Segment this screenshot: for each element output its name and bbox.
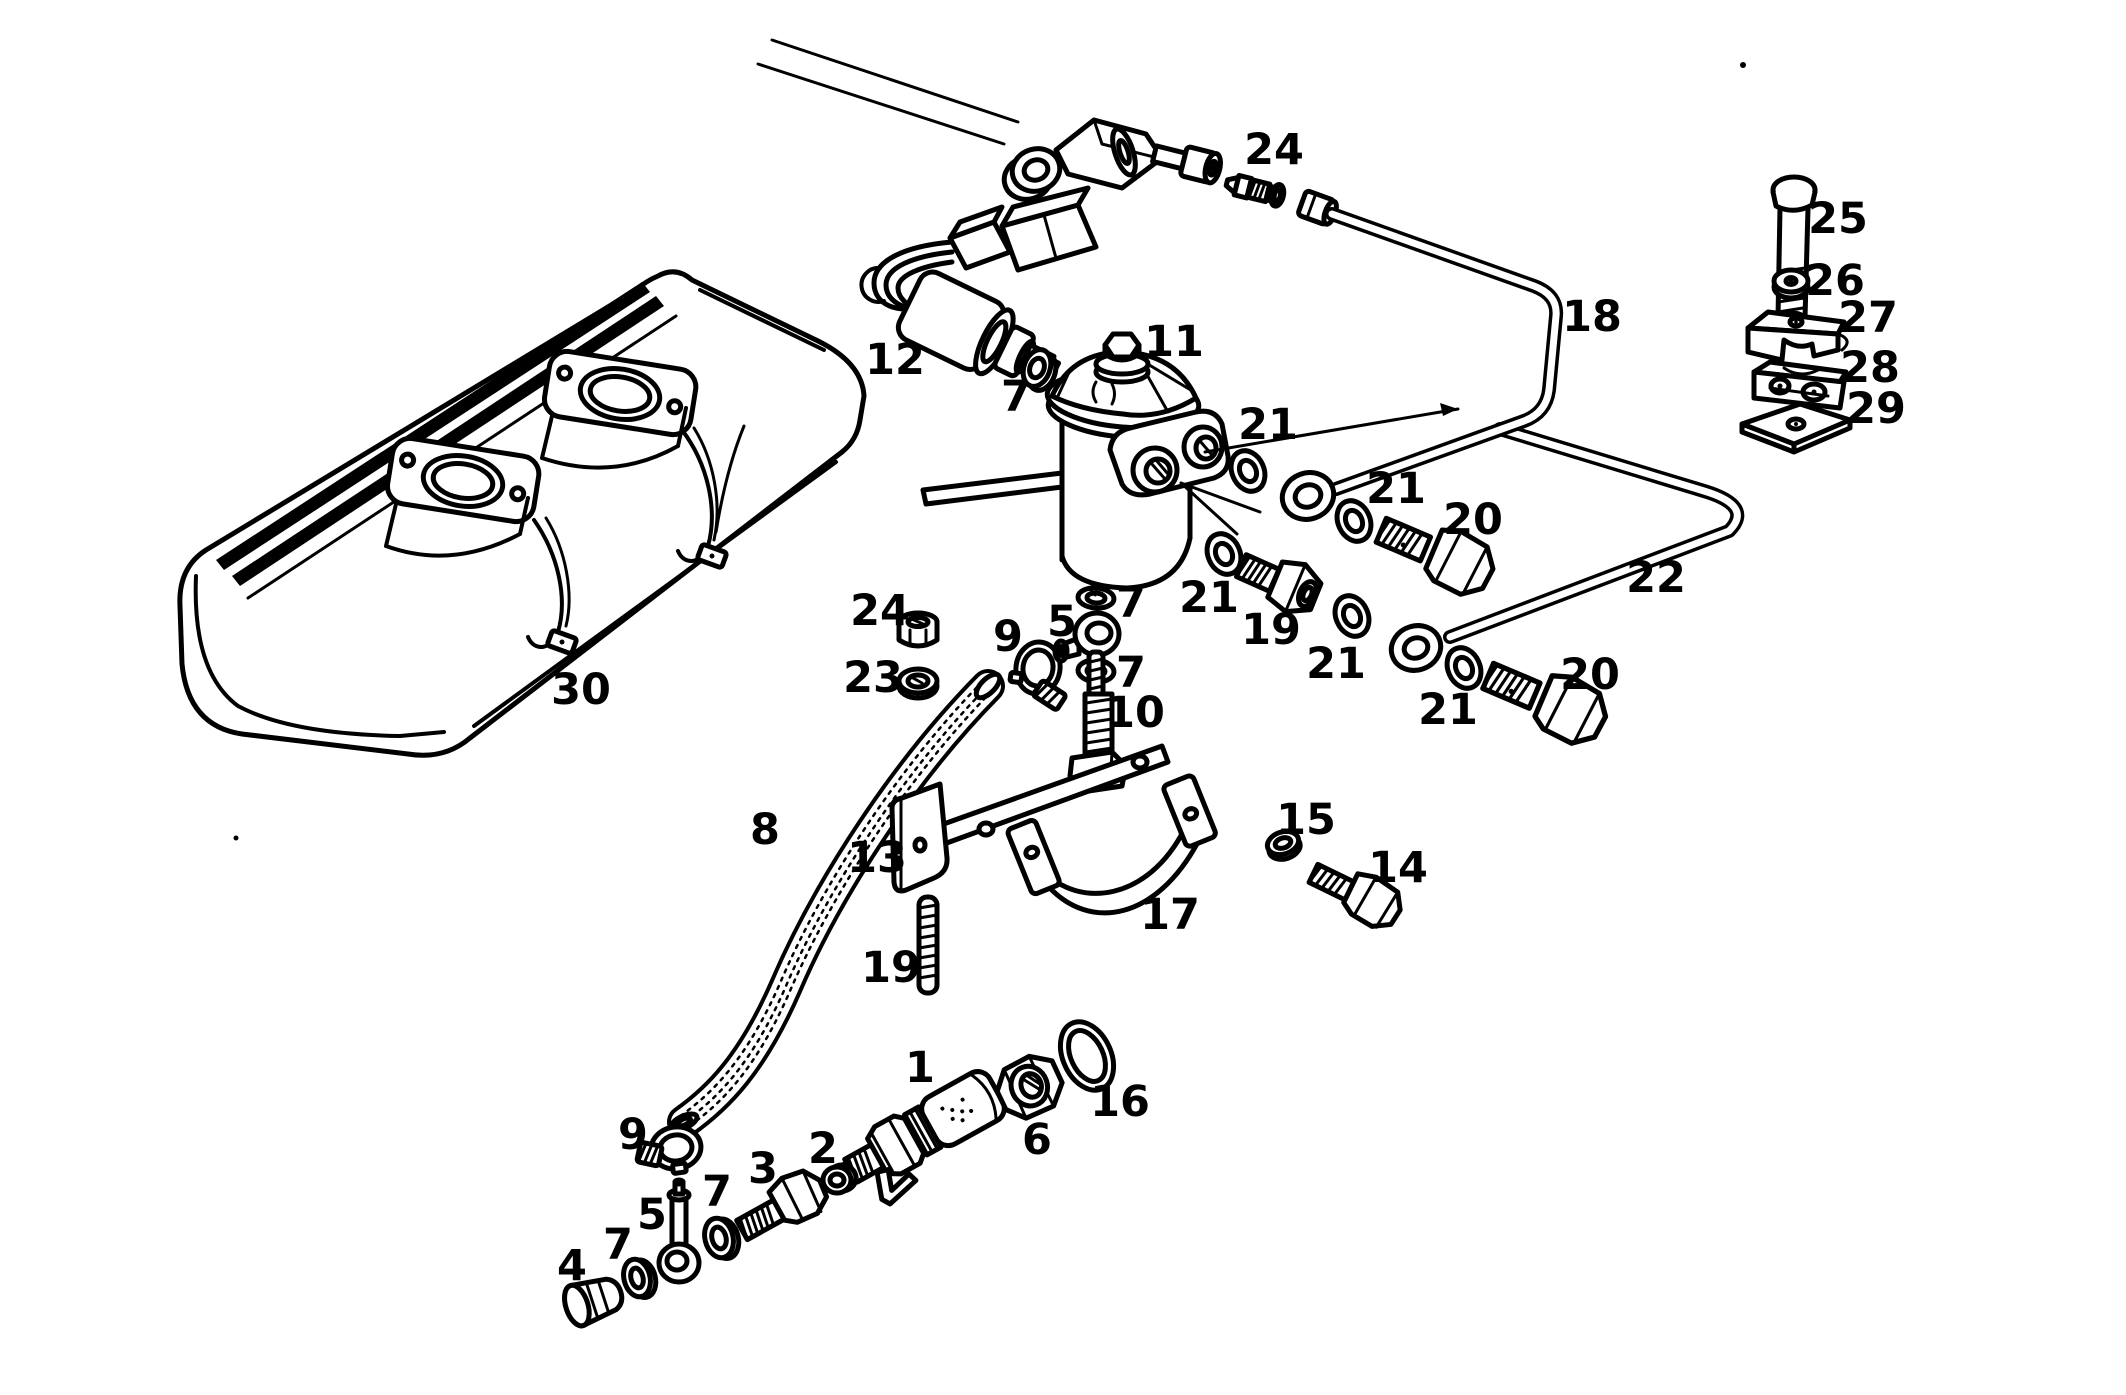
part-label-17-22: 17 bbox=[1140, 890, 1200, 940]
seal-ring-16-art bbox=[1057, 1019, 1117, 1093]
part-label-11-16: 11 bbox=[1144, 317, 1204, 367]
banjo-bolt-20 bbox=[1373, 515, 1496, 597]
part-label-22-33: 22 bbox=[1626, 553, 1686, 603]
part-label-19-24: 19 bbox=[1241, 605, 1301, 655]
valve-cover-art bbox=[177, 269, 867, 758]
washer-23-art bbox=[896, 666, 940, 701]
part-label-7-11: 7 bbox=[603, 1220, 633, 1270]
part-label-13-18: 13 bbox=[847, 833, 907, 883]
part-label-23-34: 23 bbox=[843, 653, 903, 703]
part-label-12-17: 12 bbox=[865, 335, 925, 385]
part-label-29-41: 29 bbox=[1846, 384, 1906, 434]
part-label-16-21: 16 bbox=[1090, 1077, 1150, 1127]
part-label-3-2: 3 bbox=[748, 1144, 778, 1194]
hose-clamp-9-art bbox=[634, 1124, 704, 1176]
bleed-screw-art bbox=[1223, 172, 1287, 209]
top-banjo-fitting-art bbox=[756, 38, 1223, 202]
washer-15-art bbox=[1264, 828, 1303, 862]
part-label-27-39: 27 bbox=[1838, 293, 1898, 343]
cover-port-flange bbox=[384, 435, 542, 525]
washer-7-art bbox=[702, 1215, 742, 1261]
nut-2-art bbox=[820, 1162, 859, 1196]
washer-21-art bbox=[1228, 448, 1268, 494]
pipe-18-art bbox=[1296, 188, 1564, 496]
washer-26-art bbox=[1771, 267, 1811, 301]
part-label-21-31: 21 bbox=[1306, 639, 1366, 689]
stud-19-art bbox=[916, 894, 940, 996]
part-label-30-42: 30 bbox=[551, 665, 611, 715]
pipe-clamp-17-art bbox=[1005, 773, 1218, 916]
part-label-6-6: 6 bbox=[1022, 1115, 1052, 1165]
part-label-2-1: 2 bbox=[808, 1124, 838, 1174]
part-label-15-20: 15 bbox=[1276, 795, 1336, 845]
washer-7-art bbox=[1075, 585, 1117, 611]
part-label-9-13: 9 bbox=[993, 612, 1023, 662]
part-label-21-29: 21 bbox=[1366, 464, 1426, 514]
part-label-21-28: 21 bbox=[1238, 400, 1298, 450]
part-label-21-30: 21 bbox=[1179, 573, 1239, 623]
nut-6-art bbox=[994, 1053, 1065, 1121]
part-label-7-10: 7 bbox=[702, 1167, 732, 1217]
speck-dot bbox=[233, 835, 239, 841]
part-label-18-23: 18 bbox=[1562, 292, 1622, 342]
part-label-20-26: 20 bbox=[1443, 495, 1503, 545]
part-label-28-40: 28 bbox=[1840, 343, 1900, 393]
cover-port-flange bbox=[541, 348, 699, 438]
explosion-lines bbox=[1179, 403, 1460, 536]
washer-21-art bbox=[1332, 593, 1372, 639]
filter-assembly-art bbox=[1044, 331, 1231, 591]
speck-dot bbox=[1740, 62, 1746, 68]
pipe-22-art bbox=[1443, 422, 1745, 644]
part-label-4-3: 4 bbox=[557, 1241, 587, 1291]
part-label-9-14: 9 bbox=[618, 1110, 648, 1160]
part-label-1-0: 1 bbox=[905, 1043, 935, 1093]
part-label-7-8: 7 bbox=[1116, 578, 1146, 628]
part-label-24-35: 24 bbox=[1244, 125, 1304, 175]
part-label-7-7: 7 bbox=[1001, 372, 1031, 422]
part-label-20-27: 20 bbox=[1560, 650, 1620, 700]
cap-nut-4-art bbox=[562, 1276, 625, 1329]
banjo-eye-pipe22 bbox=[1388, 623, 1444, 673]
banjo-eye-pipe18 bbox=[1279, 470, 1337, 522]
pointer-strip bbox=[920, 470, 1065, 507]
bolt-3-art bbox=[734, 1168, 830, 1243]
clamp-half-27-art bbox=[1745, 309, 1849, 363]
hose-clamp-9-art bbox=[1007, 639, 1068, 712]
union-fitting-19 bbox=[1233, 552, 1324, 615]
part-label-19-25: 19 bbox=[861, 943, 921, 993]
part-label-5-5: 5 bbox=[1047, 597, 1077, 647]
part-label-21-32: 21 bbox=[1418, 685, 1478, 735]
washer-21-art bbox=[1204, 531, 1244, 577]
part-label-10-15: 10 bbox=[1105, 688, 1165, 738]
part-label-24-36: 24 bbox=[850, 586, 910, 636]
bolt-14-art bbox=[1306, 861, 1403, 929]
washer-7-art bbox=[621, 1256, 659, 1300]
washer-7-art bbox=[1020, 347, 1059, 393]
washer-21-art bbox=[1334, 498, 1374, 544]
clamp-half-28-art bbox=[1751, 359, 1849, 411]
nut-24-art bbox=[896, 610, 940, 649]
clamp-plate-29-art bbox=[1739, 401, 1853, 455]
bracket-13-art bbox=[889, 743, 1171, 894]
part-label-25-37: 25 bbox=[1808, 194, 1868, 244]
banjo-union-5-art bbox=[656, 1177, 702, 1285]
washer-21-art bbox=[1444, 645, 1484, 691]
part-label-8-12: 8 bbox=[750, 805, 780, 855]
part-label-26-38: 26 bbox=[1805, 256, 1865, 306]
part-label-5-4: 5 bbox=[637, 1190, 667, 1240]
part-label-7-9: 7 bbox=[1116, 648, 1146, 698]
hose-8-art bbox=[667, 669, 1005, 1139]
part-label-14-19: 14 bbox=[1368, 843, 1428, 893]
banjo-bolt-20 bbox=[1480, 660, 1609, 746]
